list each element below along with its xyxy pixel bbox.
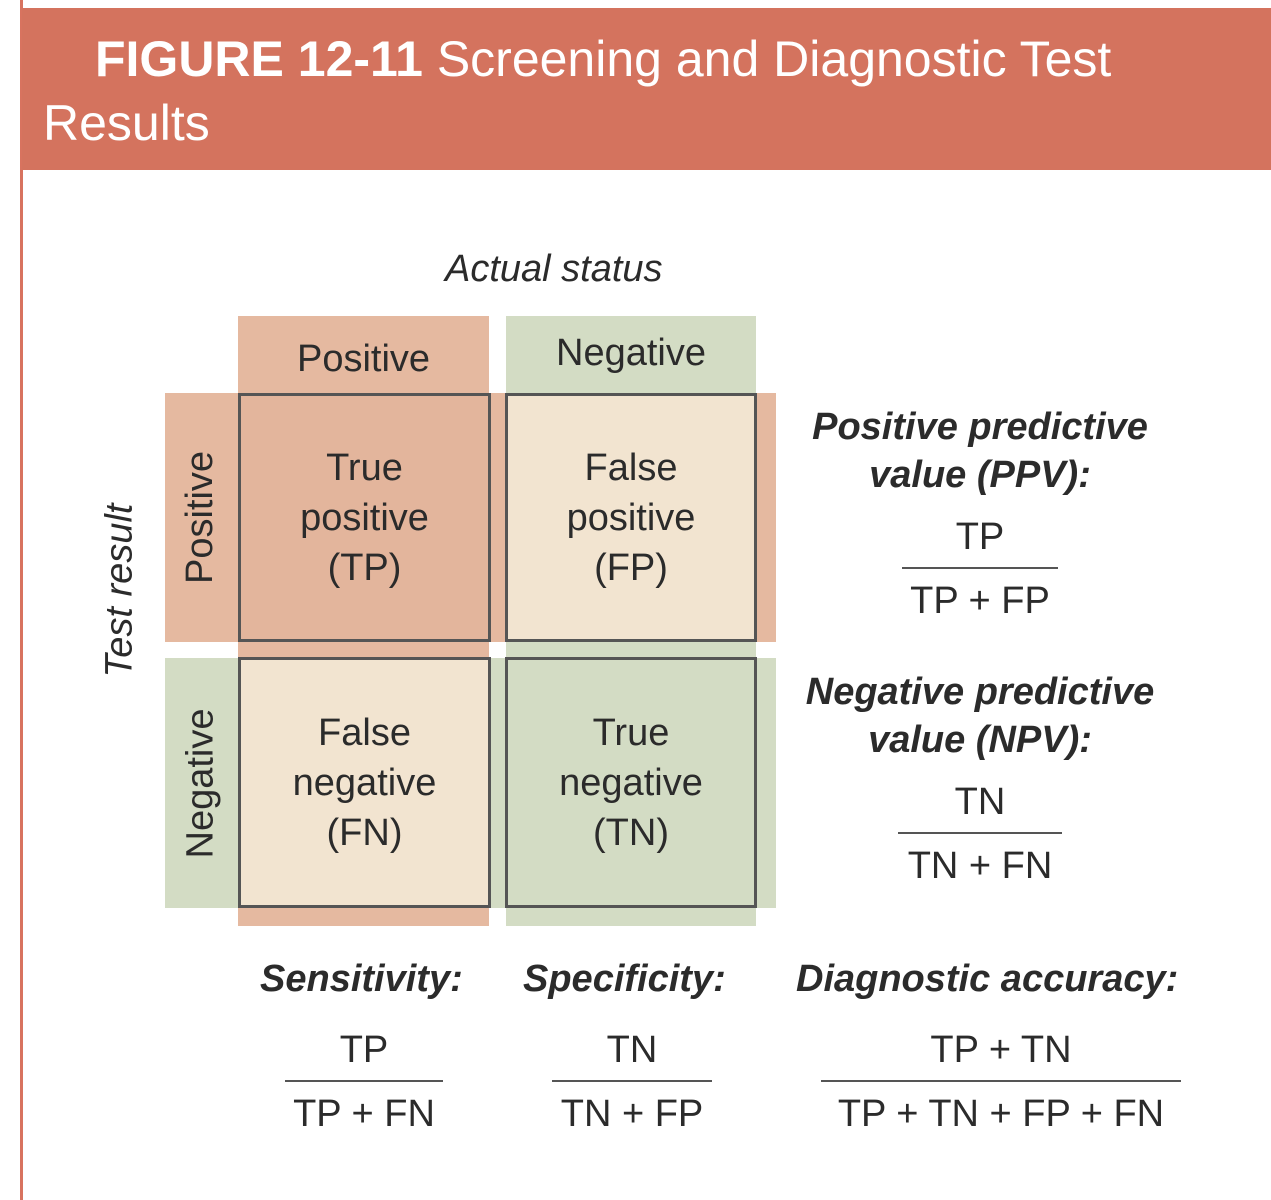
cell-text: (TN) [593,811,669,854]
specificity-denominator: TN + FP [560,1093,704,1135]
sensitivity-denominator: TP + FN [293,1093,435,1135]
cell-text: (TP) [327,546,402,589]
specificity-numerator: TN [606,1029,658,1071]
sensitivity-formula: TP TP + FN [264,1028,464,1136]
npv-title-line2: value (NPV): [868,719,1092,761]
fraction-bar [898,832,1062,834]
ppv-title-line2: value (PPV): [869,454,1091,496]
accuracy-denominator: TP + TN + FP + FN [837,1093,1165,1135]
cell-false-positive: False positive (FP) [505,393,757,642]
sensitivity-numerator: TP [339,1029,389,1071]
cell-text: negative [292,761,437,804]
left-border-rule [20,0,23,1200]
cell-text: positive [566,496,696,539]
accuracy-formula: TP + TN TP + TN + FP + FN [796,1028,1206,1136]
npv-numerator: TN [954,781,1006,823]
accuracy-numerator: TP + TN [930,1029,1072,1071]
sensitivity-title: Sensitivity: [260,958,463,1000]
cell-text: negative [559,761,703,804]
figure-title: Screening and Diagnostic Test [436,31,1112,87]
cell-text: positive [300,496,429,539]
npv-formula: TN TN + FN [880,780,1080,888]
fraction-bar [285,1080,443,1082]
cell-text: True [326,446,403,489]
ppv-formula: TP TP + FP [880,515,1080,623]
row-header-positive-label: Positive [179,450,222,585]
cell-text: True [592,711,670,754]
fraction-bar [552,1080,712,1082]
fraction-bar [821,1080,1181,1082]
cell-text: False [584,446,678,489]
ppv-title-line1: Positive predictive [812,406,1148,448]
cell-true-negative: True negative (TN) [505,657,757,908]
npv-title: Negative predictive value (NPV): [780,668,1180,764]
ppv-denominator: TP + FP [910,580,1050,622]
accuracy-title: Diagnostic accuracy: [796,958,1179,1000]
cell-text: (FP) [594,546,668,589]
column-header-positive: Positive [296,337,431,380]
specificity-formula: TN TN + FP [532,1028,732,1136]
cell-text: False [318,711,411,754]
ppv-title: Positive predictive value (PPV): [780,403,1180,499]
npv-title-line1: Negative predictive [805,671,1155,713]
figure-header [22,8,1271,170]
column-header-negative: Negative [556,331,706,374]
row-header-positive: Positive [165,393,237,642]
actual-status-label: Actual status [445,248,663,290]
cell-text: (FN) [326,811,403,854]
figure-title-line1: FIGURE 12-11 Screening and Diagnostic Te… [95,34,1111,84]
npv-denominator: TN + FN [907,845,1053,887]
figure-title-line2: Results [43,95,210,151]
fraction-bar [902,567,1058,569]
cell-true-positive: True positive (TP) [238,393,491,642]
specificity-title: Specificity: [523,958,726,1000]
row-header-negative-label: Negative [179,708,222,858]
test-result-label: Test result [98,503,141,677]
row-header-negative: Negative [165,658,237,908]
cell-false-negative: False negative (FN) [238,657,491,908]
ppv-numerator: TP [955,516,1005,558]
figure-label: FIGURE 12-11 [95,31,423,87]
